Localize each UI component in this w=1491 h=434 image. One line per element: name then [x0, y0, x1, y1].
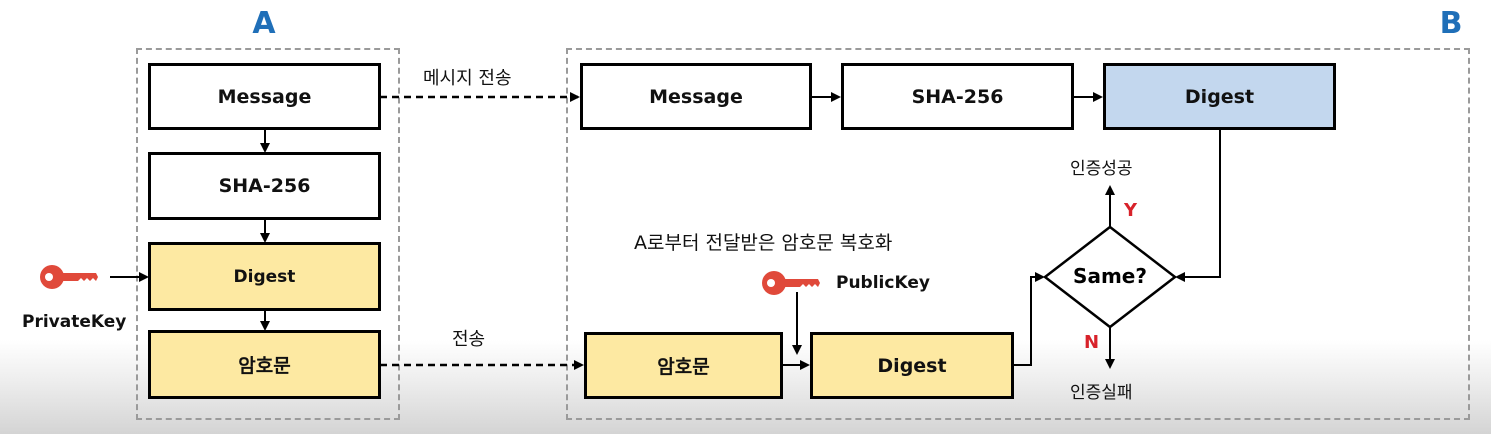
receiver-label: B — [1439, 6, 1463, 41]
success-label: 인증성공 — [1070, 159, 1133, 179]
key-icon — [40, 265, 98, 289]
key-icon — [762, 271, 820, 295]
decrypt-caption: A로부터 전달받은 암호문 복호화 — [634, 232, 893, 254]
receiver-sha-box: SHA-256 — [841, 63, 1074, 130]
message-transfer-label: 메시지 전송 — [423, 68, 512, 89]
receiver-digest-top-box: Digest — [1103, 63, 1336, 130]
yes-label: Y — [1124, 200, 1138, 221]
public-key-label: PublicKey — [836, 273, 930, 293]
decision-label: Same? — [1073, 264, 1147, 288]
no-label: N — [1084, 332, 1100, 353]
receiver-region — [566, 48, 1470, 420]
sender-sha-box: SHA-256 — [148, 152, 381, 220]
sender-digest-box: Digest — [148, 242, 381, 311]
cipher-transfer-label: 전송 — [452, 329, 486, 350]
receiver-cipher-box: 암호문 — [584, 332, 783, 399]
receiver-digest-bottom-box: Digest — [810, 332, 1014, 399]
sender-cipher-box: 암호문 — [148, 330, 381, 399]
receiver-message-box: Message — [580, 63, 812, 130]
failure-label: 인증실패 — [1070, 383, 1133, 403]
sender-region — [136, 48, 400, 420]
sender-label: A — [252, 6, 276, 41]
private-key-label: PrivateKey — [22, 312, 127, 332]
sender-message-box: Message — [148, 63, 381, 130]
